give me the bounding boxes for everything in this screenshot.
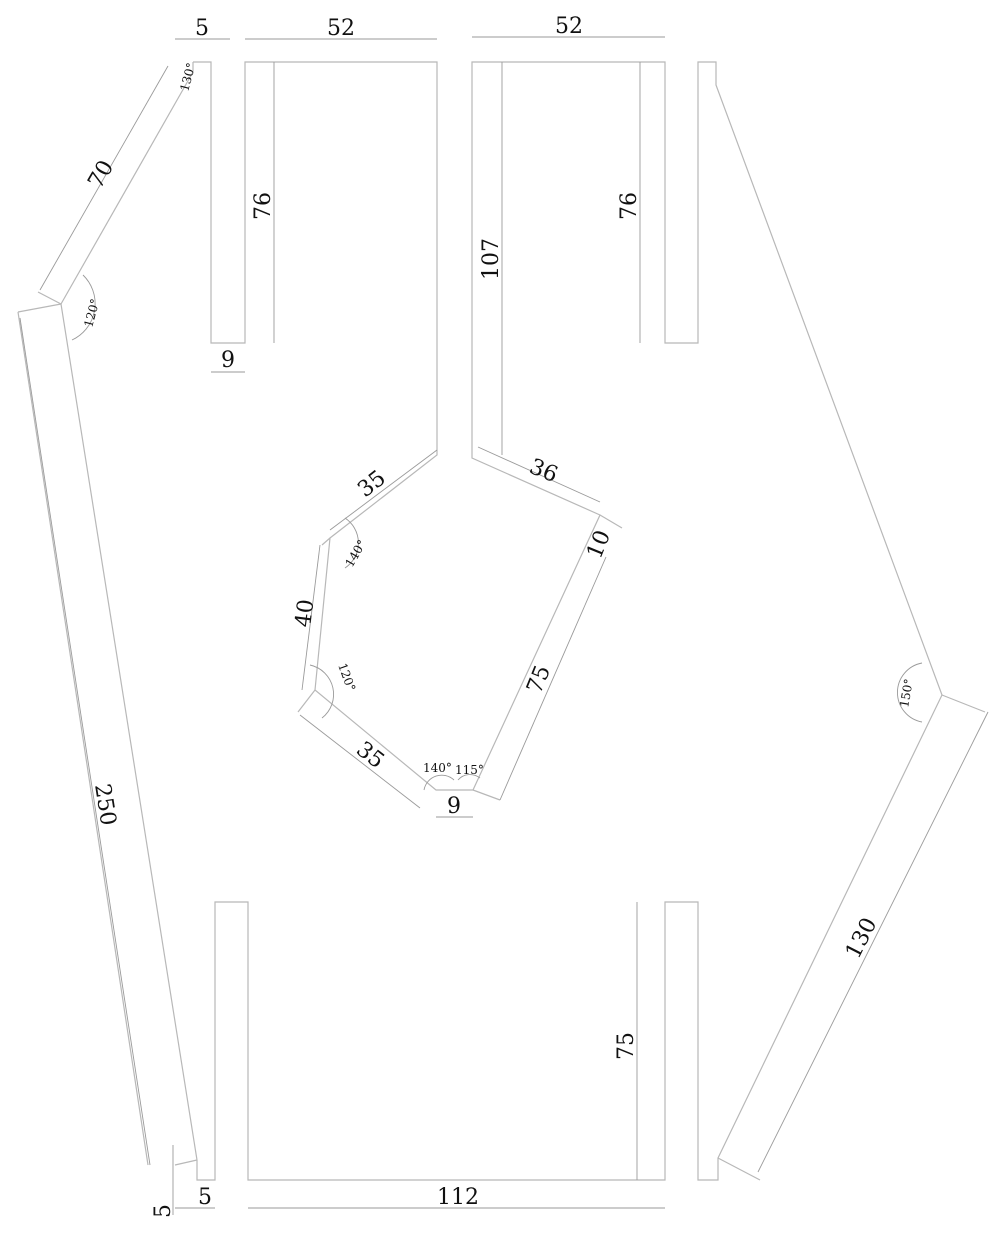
upper-left-outline (193, 61, 943, 1181)
dim-75-diag: 75 (522, 662, 556, 697)
dim-right-130: 130 (841, 914, 882, 963)
angle-115: 115° (455, 763, 484, 777)
dimension-labels: 5 52 52 70 130° 76 107 76 120° 9 35 36 1… (81, 14, 916, 1218)
angle-120-inner: 120° (335, 661, 358, 693)
dim-top-right-52: 52 (555, 14, 583, 39)
dim-lower-35: 35 (351, 737, 388, 774)
dim-top-left-5: 5 (195, 16, 209, 41)
dim-upper-35: 35 (353, 466, 390, 503)
dim-gap-9-bottom: 9 (447, 794, 461, 819)
dim-40: 40 (291, 598, 319, 629)
dim-10: 10 (582, 527, 616, 562)
angle-150: 150° (897, 678, 916, 709)
angle-120-left: 120° (81, 297, 102, 329)
dim-left-70: 70 (84, 156, 120, 193)
dim-gap-9-top: 9 (221, 348, 235, 373)
dim-bottom-112: 112 (437, 1185, 479, 1210)
angle-130: 130° (177, 61, 198, 93)
dim-bottom-5-vertical: 5 (151, 1204, 176, 1218)
dim-left-250: 250 (89, 782, 120, 827)
dim-right-75: 75 (614, 1032, 639, 1060)
dim-center-107: 107 (479, 238, 504, 280)
angle-140-lower: 140° (423, 761, 452, 775)
dim-bottom-5: 5 (198, 1185, 212, 1210)
dim-top-left-52: 52 (327, 16, 355, 41)
angle-140-upper: 140° (342, 537, 369, 569)
dimension-lines (19, 36, 989, 1215)
part-outlines (17, 61, 986, 1181)
dim-right-36: 36 (526, 454, 561, 488)
dim-right-76: 76 (617, 192, 642, 220)
dim-left-76: 76 (251, 192, 276, 220)
